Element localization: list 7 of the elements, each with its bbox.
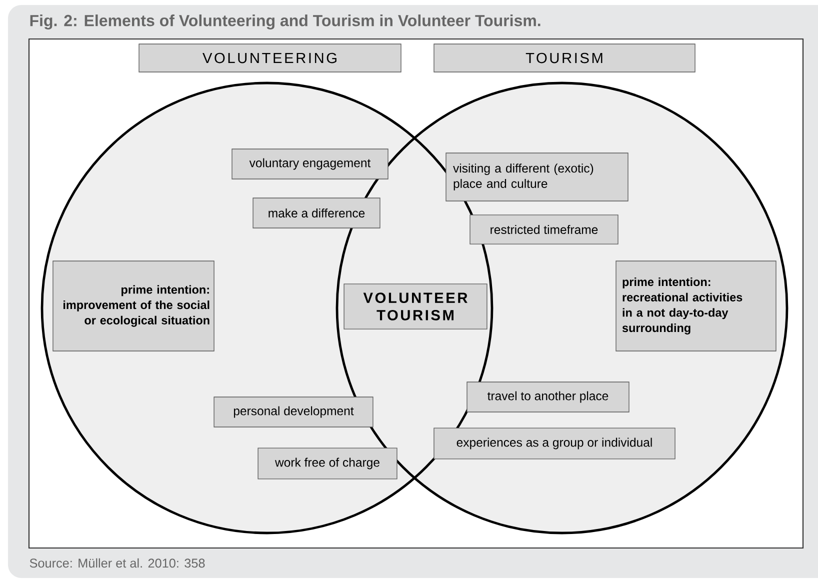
heading-box: TOURISM [434, 44, 696, 72]
caption: Source: Müller et al. 2010: 358 [30, 558, 205, 568]
heading-box: VOLUNTEERING [138, 44, 402, 72]
diagram-title: Fig. 2: Elements of Volunteering and Tourism in Volunteer Tourism. [30, 14, 540, 30]
intention-box: prime intention: recreational activities in a not day-to-day surrounding [616, 260, 776, 352]
intention-box: prime intention: improvement of the social or ecological situation [52, 260, 214, 352]
overlap-box: VOLUNTEER TOURISM [344, 284, 488, 330]
